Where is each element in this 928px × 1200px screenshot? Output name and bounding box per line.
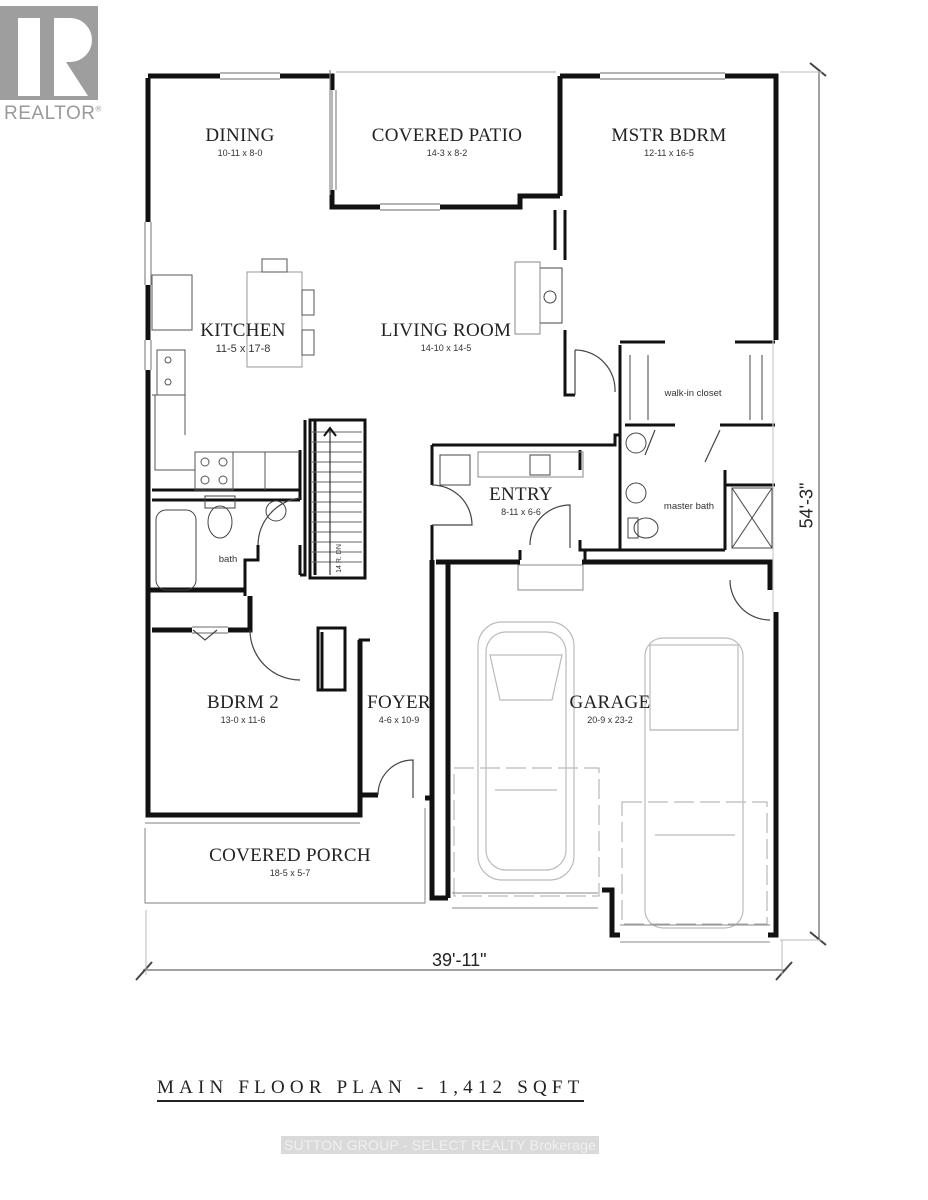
room-bedroom-2: BDRM 2 13-0 x 11-6 — [207, 692, 279, 725]
interior-walls — [152, 210, 775, 692]
garage-doors — [452, 892, 770, 943]
room-garage: GARAGE 20-9 x 23-2 — [570, 692, 651, 725]
room-name: BDRM 2 — [206, 692, 280, 713]
room-name: KITCHEN — [200, 320, 286, 341]
staircase — [308, 418, 367, 580]
room-dining: DINING 10-11 x 8-0 — [205, 125, 274, 158]
garage-cars — [453, 564, 768, 929]
room-dimensions: 8-11 x 6-6 — [501, 507, 541, 517]
registered-mark: ® — [95, 104, 102, 114]
stairs-label: 14 R. DN — [335, 544, 343, 573]
room-name: COVERED PATIO — [371, 125, 523, 146]
room-name: DINING — [205, 125, 275, 146]
brokerage-watermark: SUTTON GROUP - SELECT REALTY Brokerage — [281, 1136, 600, 1154]
room-dimensions: 4-6 x 10-9 — [378, 715, 420, 725]
covered-porch-outline — [144, 808, 426, 904]
realtor-r-icon — [0, 6, 98, 100]
room-entry: ENTRY 8-11 x 6-6 — [489, 484, 553, 517]
kitchen-fixtures — [151, 258, 315, 491]
room-name: COVERED PORCH — [209, 845, 371, 866]
door-swings — [192, 349, 771, 798]
room-foyer: FOYER 4-6 x 10-9 — [367, 692, 431, 725]
room-dimensions: 14-3 x 8-2 — [426, 148, 468, 158]
room-kitchen: KITCHEN 11-5 x 17-8 — [200, 320, 285, 355]
room-walk-in-closet: walk-in closet — [664, 388, 722, 399]
room-master-bath: master bath — [663, 501, 715, 512]
logo-text: REALTOR — [4, 103, 96, 124]
room-name: GARAGE — [569, 692, 651, 713]
bath-fixtures — [155, 261, 773, 591]
room-dimensions: 11-5 x 17-8 — [215, 343, 271, 355]
exterior-walls — [145, 73, 779, 938]
room-covered-porch: COVERED PORCH 18-5 x 5-7 — [209, 845, 371, 878]
overall-depth-dimension: 54'-3" — [796, 482, 817, 529]
realtor-logo: REALTOR® — [0, 0, 120, 130]
room-name: FOYER — [367, 692, 431, 713]
room-master-bedroom: MSTR BDRM 12-11 x 16-5 — [611, 125, 726, 158]
room-dimensions: 10-11 x 8-0 — [217, 148, 263, 158]
room-dimensions: 12-11 x 16-5 — [644, 148, 694, 158]
room-name: ENTRY — [489, 484, 553, 505]
room-dimensions: 20-9 x 23-2 — [587, 715, 633, 725]
room-dimensions: 14-10 x 14-5 — [420, 343, 472, 353]
room-dimensions: 18-5 x 5-7 — [269, 868, 311, 878]
windows — [144, 70, 774, 634]
room-bath: bath — [218, 554, 238, 565]
room-covered-patio: COVERED PATIO 14-3 x 8-2 — [372, 125, 522, 158]
room-living-room: LIVING ROOM 14-10 x 14-5 — [381, 320, 511, 353]
room-dimensions: 13-0 x 11-6 — [220, 715, 266, 725]
dimension-lines — [135, 62, 827, 981]
room-name: LIVING ROOM — [380, 320, 512, 341]
overall-width-dimension: 39'-11" — [432, 950, 487, 970]
room-name: MSTR BDRM — [611, 125, 727, 146]
plan-title: MAIN FLOOR PLAN - 1,412 SQFT — [157, 1078, 585, 1102]
